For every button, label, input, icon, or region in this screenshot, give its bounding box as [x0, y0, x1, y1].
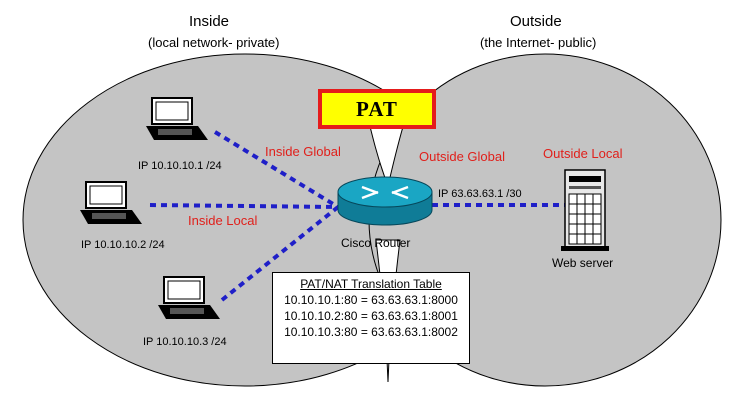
pat-label: PAT [356, 96, 398, 121]
outside-global-label: Outside Global [419, 149, 505, 164]
laptop-icon [146, 97, 208, 140]
inside-subtitle: (local network- private) [148, 35, 280, 50]
laptop-icon [158, 276, 220, 319]
link-host-3 [220, 205, 340, 302]
translation-table-row: 10.10.10.3:80 = 63.63.63.1:8002 [284, 325, 458, 339]
host-3-ip: IP 10.10.10.3 /24 [143, 336, 227, 348]
host-1-ip: IP 10.10.10.1 /24 [138, 160, 222, 172]
translation-table-row: 10.10.10.2:80 = 63.63.63.1:8001 [284, 309, 458, 323]
link-host-2 [149, 203, 339, 209]
inside-local-label: Inside Local [188, 213, 258, 228]
server-icon [561, 169, 609, 251]
translation-table-row: 10.10.10.1:80 = 63.63.63.1:8000 [284, 293, 458, 307]
router-label: Cisco Router [341, 236, 411, 250]
pat-badge: PAT [318, 89, 436, 129]
translation-table-title: PAT/NAT Translation Table [300, 277, 442, 291]
inside-global-label: Inside Global [265, 144, 341, 159]
inside-title: Inside [189, 13, 230, 30]
server-label: Web server [552, 256, 614, 270]
host-2-ip: IP 10.10.10.2 /24 [81, 239, 165, 251]
outside-subtitle: (the Internet- public) [480, 35, 597, 50]
router-ip: IP 63.63.63.1 /30 [438, 188, 522, 200]
laptop-icon [80, 181, 142, 224]
translation-table: PAT/NAT Translation Table 10.10.10.1:80 … [272, 272, 470, 364]
link-host-1 [213, 130, 340, 209]
outside-local-label: Outside Local [543, 146, 623, 161]
outside-title: Outside [510, 13, 562, 30]
router-icon [337, 176, 433, 226]
links [149, 130, 565, 302]
